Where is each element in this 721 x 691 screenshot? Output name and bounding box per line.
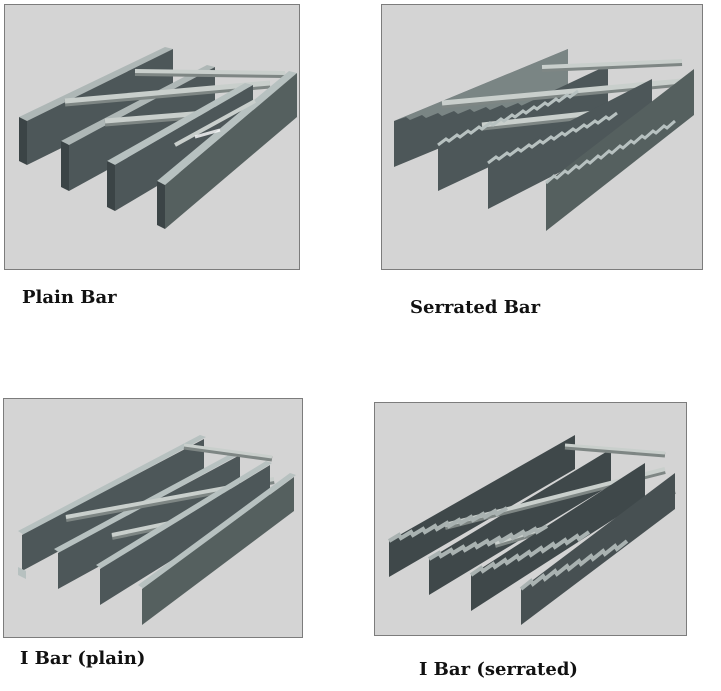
serrated-bar-bearing-bars: [394, 49, 694, 231]
serrated-bar-caption: Serrated Bar: [410, 297, 541, 318]
i-bar-serrated-illustration: [387, 435, 676, 625]
i-bar-serrated-image: [374, 402, 687, 636]
i-bar-plain-image: [3, 398, 303, 638]
i-bar-serrated-caption: I Bar (serrated): [419, 659, 578, 680]
plain-bar-bearing-bars: [19, 47, 297, 229]
i-bar-plain-bearing-bars: [18, 435, 296, 625]
serrated-bar-illustration: [394, 49, 694, 231]
i-bar-serrated-bearing-bars: [387, 435, 676, 625]
plain-bar-caption: Plain Bar: [22, 287, 117, 308]
i-bar-plain-caption: I Bar (plain): [20, 648, 146, 669]
plain-bar-illustration: [19, 47, 297, 229]
i-bar-plain-illustration: [18, 435, 296, 625]
serrated-bar-image: [381, 4, 703, 270]
plain-bar-image: [4, 4, 300, 270]
